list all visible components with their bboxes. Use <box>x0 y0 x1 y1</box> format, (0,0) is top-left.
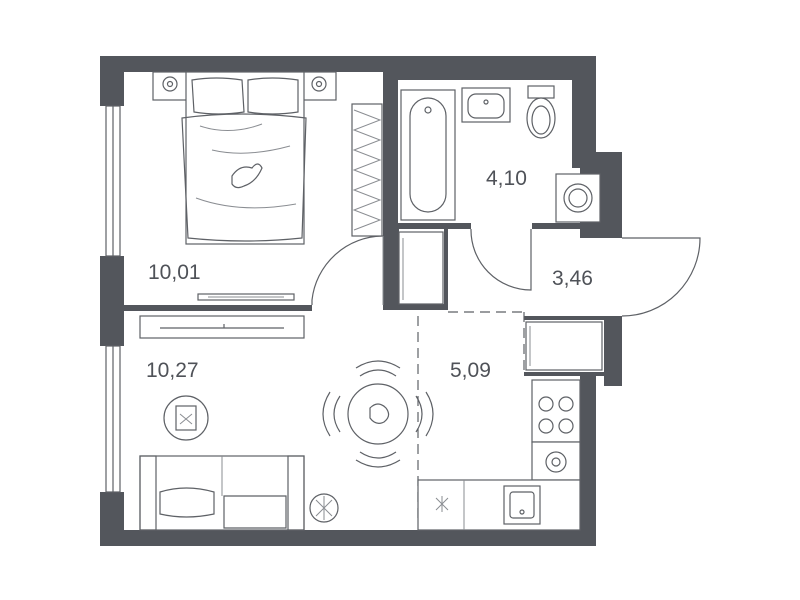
plant-icon <box>309 493 339 523</box>
room-area-hallway: 3,46 <box>552 267 593 290</box>
robot-vacuum-icon <box>163 395 209 441</box>
kitchen-counter <box>417 479 581 531</box>
room-area-living: 10,27 <box>146 359 199 382</box>
wardrobe-icon <box>351 103 444 305</box>
kettle-icon <box>531 441 581 481</box>
walls <box>100 56 622 546</box>
sink-icon <box>461 87 511 123</box>
bathtub-icon <box>400 89 456 221</box>
stove-icon <box>531 379 581 443</box>
room-area-bedroom: 10,01 <box>148 261 201 284</box>
tv-console <box>139 315 305 339</box>
doors <box>311 228 701 520</box>
tv-stand <box>197 293 295 301</box>
room-area-kitchen: 5,09 <box>450 359 491 382</box>
toilet-icon <box>526 85 556 139</box>
room-area-bathroom: 4,10 <box>486 167 527 190</box>
washing-machine-icon <box>555 173 601 223</box>
windows <box>105 105 121 493</box>
sofa-icon <box>139 455 305 531</box>
kitchen-sink-icon <box>503 485 541 525</box>
hall-wardrobe <box>525 321 603 371</box>
bed-icon <box>152 71 337 245</box>
dining-table-icon <box>322 360 434 468</box>
